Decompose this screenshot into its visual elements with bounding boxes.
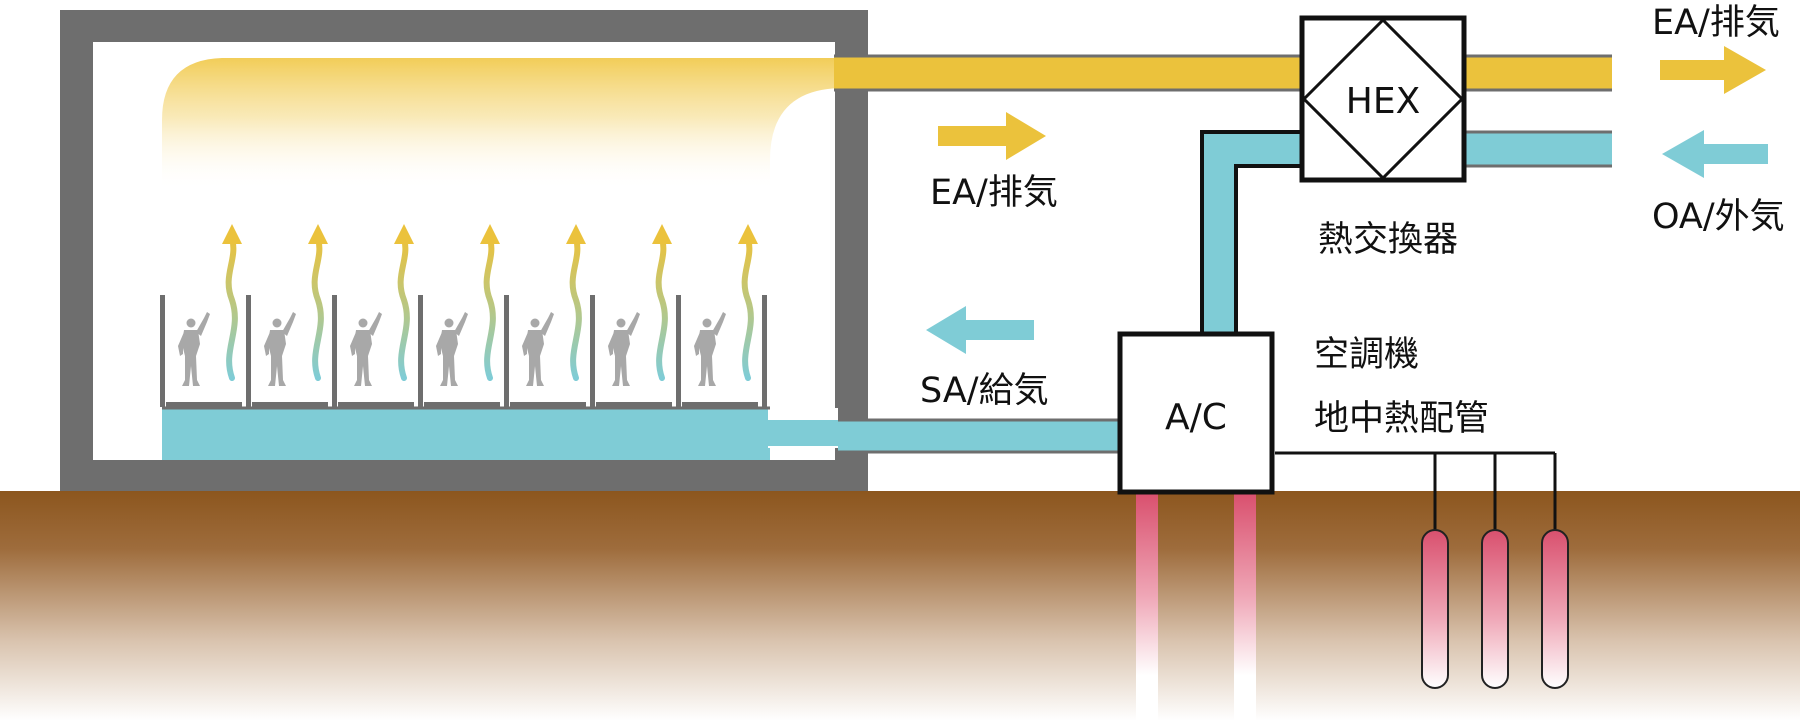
soil-ground xyxy=(0,491,1800,721)
desk-base xyxy=(338,402,414,408)
outdoor-air-duct xyxy=(1462,132,1612,166)
wavy-up-arrow-icon xyxy=(741,235,754,381)
partition-wall xyxy=(676,295,681,407)
floor-supply-plenum xyxy=(162,408,770,460)
ground-pipe-connector xyxy=(1275,451,1557,536)
plenum-outlet xyxy=(766,420,841,446)
sa-label: SA/給気 xyxy=(920,371,1049,411)
hex-to-ac-duct-edge-inner xyxy=(1234,164,1304,334)
partition-wall xyxy=(418,295,423,407)
desk-base xyxy=(596,402,672,408)
arrow-left-icon xyxy=(1662,130,1768,178)
wavy-up-arrow-icon xyxy=(311,235,324,381)
hex-to-ac-duct-edge-outer xyxy=(1200,130,1304,334)
wavy-up-arrow-icon xyxy=(569,235,582,381)
partition-wall xyxy=(762,295,767,407)
wavy-up-arrow-head xyxy=(308,224,328,244)
geothermal-loop-2 xyxy=(1481,529,1509,689)
supply-duct xyxy=(838,420,1120,452)
wavy-up-arrow-icon xyxy=(225,235,238,381)
hex-to-ac-duct xyxy=(1202,132,1304,334)
ea-mid-label: EA/排気 xyxy=(930,173,1058,213)
exhaust-outlet-duct xyxy=(1462,56,1612,90)
wavy-up-arrow-head xyxy=(566,224,586,244)
heat-exchanger-core xyxy=(1301,17,1465,181)
wavy-up-arrow-head xyxy=(222,224,242,244)
geothermal-loop-1 xyxy=(1421,529,1449,689)
ground-pipe-caption: 地中熱配管 xyxy=(1314,399,1489,439)
warm-air-zone xyxy=(162,58,840,190)
wavy-up-arrow-icon xyxy=(655,235,668,381)
arrow-right-icon xyxy=(1660,46,1766,94)
oa-label: OA/外気 xyxy=(1652,197,1785,237)
desk-base xyxy=(510,402,586,408)
arrow-left-icon xyxy=(926,306,1034,354)
ac-ground-pipe-left xyxy=(1136,493,1158,721)
partition-wall xyxy=(590,295,595,407)
geothermal-loop-3 xyxy=(1541,529,1569,689)
wavy-up-arrow-head xyxy=(480,224,500,244)
desk-base xyxy=(252,402,328,408)
partition-wall xyxy=(332,295,337,407)
hex-box-label: HEX xyxy=(1346,81,1420,122)
partition-wall xyxy=(160,295,165,407)
wavy-up-arrow-icon xyxy=(397,235,410,381)
ea-top-label: EA/排気 xyxy=(1652,3,1780,43)
desk-base xyxy=(682,402,758,408)
ac-ground-pipe-right xyxy=(1234,493,1256,721)
desk-base xyxy=(166,402,242,408)
desk-base xyxy=(424,402,500,408)
partition-wall xyxy=(504,295,509,407)
wavy-up-arrow-head xyxy=(652,224,672,244)
hex-caption: 熱交換器 xyxy=(1318,220,1458,260)
air-conditioner-box xyxy=(1117,331,1275,495)
exhaust-duct-inner xyxy=(834,56,1304,90)
wavy-up-arrow-icon xyxy=(483,235,496,381)
ac-box-label: A/C xyxy=(1165,397,1227,438)
ac-caption: 空調機 xyxy=(1314,335,1419,375)
workstation-row xyxy=(160,224,767,408)
arrow-right-icon xyxy=(938,112,1046,160)
wavy-up-arrow-head xyxy=(394,224,414,244)
partition-wall xyxy=(246,295,251,407)
wavy-up-arrow-head xyxy=(738,224,758,244)
